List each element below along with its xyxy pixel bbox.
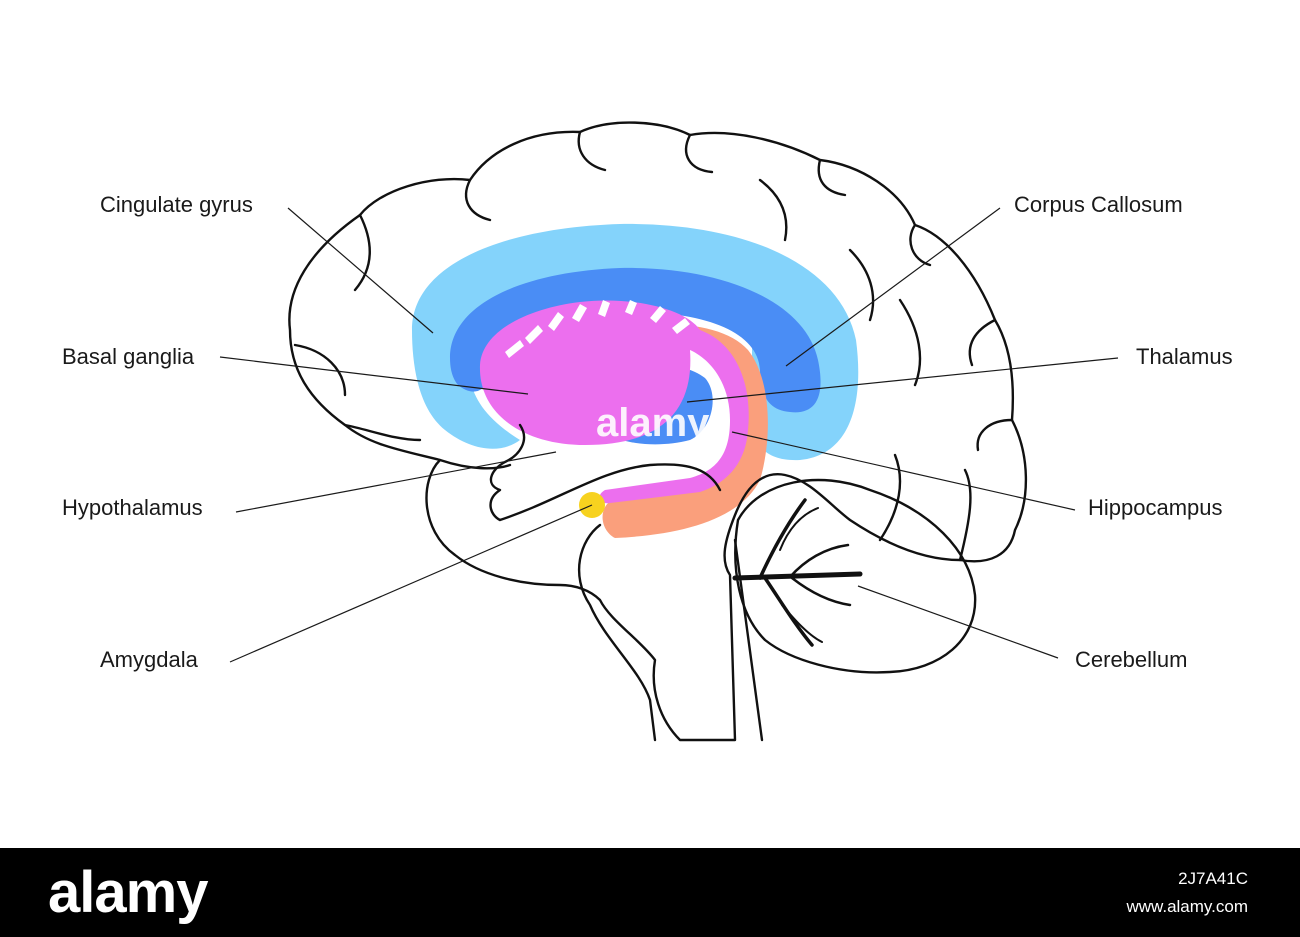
watermark-image-code: 2J7A41C bbox=[1178, 869, 1248, 888]
cingulate-gyrus-region bbox=[412, 223, 859, 461]
label-hippocampus: Hippocampus bbox=[1088, 495, 1223, 520]
brainstem-back bbox=[733, 538, 764, 742]
watermark-footer: alamy 2J7A41C www.alamy.com bbox=[0, 848, 1300, 937]
label-cerebellum: Cerebellum bbox=[1075, 647, 1188, 672]
watermark-middle: alamy bbox=[596, 401, 710, 445]
brain-svg: alamy bbox=[62, 121, 1233, 742]
label-basal-ganglia: Basal ganglia bbox=[62, 344, 195, 369]
leader-amygdala bbox=[229, 504, 593, 663]
watermark-site: www.alamy.com bbox=[1126, 897, 1248, 916]
gyri-lines bbox=[293, 130, 1014, 562]
leader-cingulate-gyrus bbox=[287, 207, 434, 334]
leader-thalamus bbox=[686, 357, 1119, 403]
basal-ganglia-striations bbox=[505, 300, 690, 358]
leader-cerebellum bbox=[857, 585, 1059, 659]
label-corpus-callosum: Corpus Callosum bbox=[1014, 192, 1183, 217]
leader-hypothalamus bbox=[235, 451, 557, 513]
brainstem-outline bbox=[577, 523, 657, 742]
corpus-callosum-region bbox=[450, 267, 821, 413]
arbor-vitae bbox=[732, 498, 863, 647]
hippocampus-region bbox=[585, 323, 768, 538]
label-cingulate-gyrus: Cingulate gyrus bbox=[100, 192, 253, 217]
cerebellum-outline bbox=[734, 478, 977, 674]
leader-hippocampus bbox=[731, 431, 1076, 511]
watermark-brand: alamy bbox=[48, 860, 208, 925]
label-thalamus: Thalamus bbox=[1136, 344, 1233, 369]
cerebrum-outline bbox=[288, 121, 1028, 742]
label-hypothalamus: Hypothalamus bbox=[62, 495, 203, 520]
basal-ganglia-region bbox=[479, 300, 749, 504]
leader-corpus-callosum bbox=[785, 207, 1001, 367]
label-amygdala: Amygdala bbox=[100, 647, 199, 672]
leader-basal-ganglia bbox=[219, 356, 529, 395]
brain-diagram: alamy bbox=[62, 121, 1233, 742]
